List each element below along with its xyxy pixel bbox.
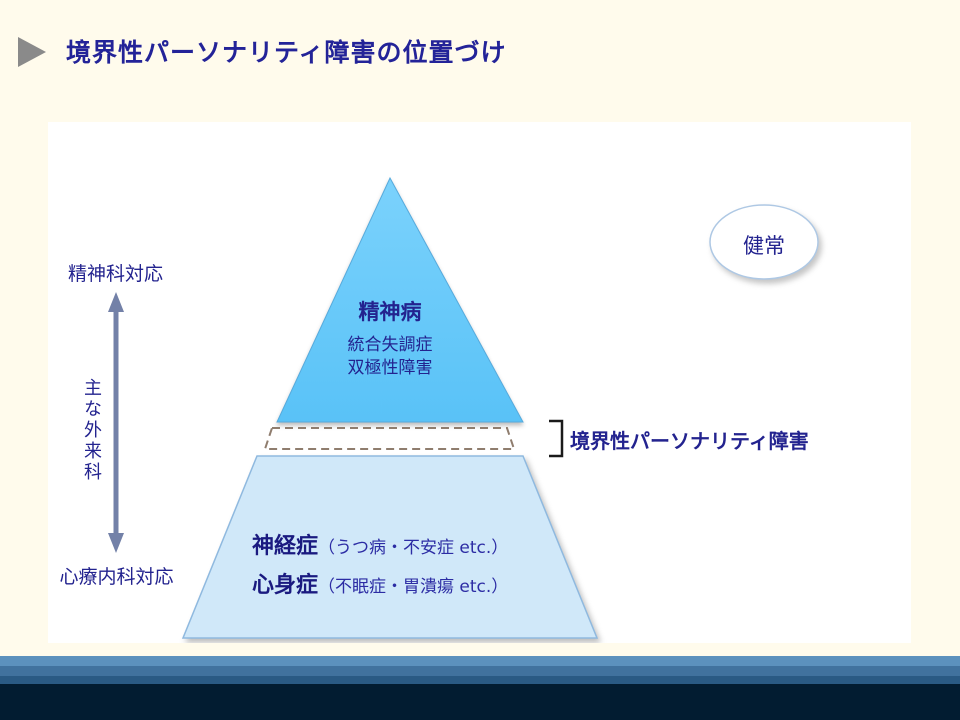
healthy-oval <box>709 204 819 280</box>
pyramid-bottom-name: 神経症 <box>252 534 319 559</box>
axis-top-label: 精神科対応 <box>67 263 163 285</box>
pyramid-bottom-labels: 神経症（うつ病・不安症 etc.） 心身症（不眠症・胃潰瘍 etc.） <box>252 528 508 606</box>
pyramid-bottom-trapezoid <box>181 455 599 639</box>
footer-band-2 <box>0 666 960 676</box>
pyramid-diagram <box>108 176 819 639</box>
footer-dark-bar <box>0 684 960 720</box>
pyramid-gap-dashed-band <box>263 427 516 450</box>
axis-middle-label: 主な外来科 <box>81 378 102 483</box>
pyramid-bottom-detail: （不眠症・胃潰瘍 etc.） <box>318 577 509 597</box>
borderline-disorder-label: 境界性パーソナリティ障害 <box>570 429 809 453</box>
footer-band-3 <box>0 676 960 684</box>
pyramid-top-triangle <box>276 176 524 423</box>
pyramid-bottom-name: 心身症 <box>252 573 319 598</box>
bracket-icon <box>549 419 564 458</box>
pyramid-top-item: 統合失調症 <box>347 335 433 355</box>
slide-header: 境界性パーソナリティ障害の位置づけ <box>0 0 960 100</box>
slide-title: 境界性パーソナリティ障害の位置づけ <box>66 38 507 67</box>
footer-band-1 <box>0 656 960 666</box>
right-triangle-icon <box>18 37 46 67</box>
pyramid-bottom-line: 神経症（うつ病・不安症 etc.） <box>252 528 508 567</box>
pyramid-top-item: 双極性障害 <box>347 358 433 378</box>
healthy-label: 健常 <box>743 234 785 258</box>
axis-arrow-down-icon <box>108 533 124 553</box>
pyramid-top-items: 統合失調症 双極性障害 <box>290 334 490 380</box>
pyramid-bottom-detail: （うつ病・不安症 etc.） <box>318 538 509 558</box>
diagram-panel: 精神病 統合失調症 双極性障害 神経症（うつ病・不安症 etc.） 心身症（不眠… <box>48 122 911 643</box>
axis-bottom-label: 心療内科対応 <box>59 566 174 588</box>
pyramid-bottom-line: 心身症（不眠症・胃潰瘍 etc.） <box>252 567 508 606</box>
pyramid-top-label: 精神病 <box>358 300 422 324</box>
axis-arrow-up-icon <box>108 292 124 312</box>
